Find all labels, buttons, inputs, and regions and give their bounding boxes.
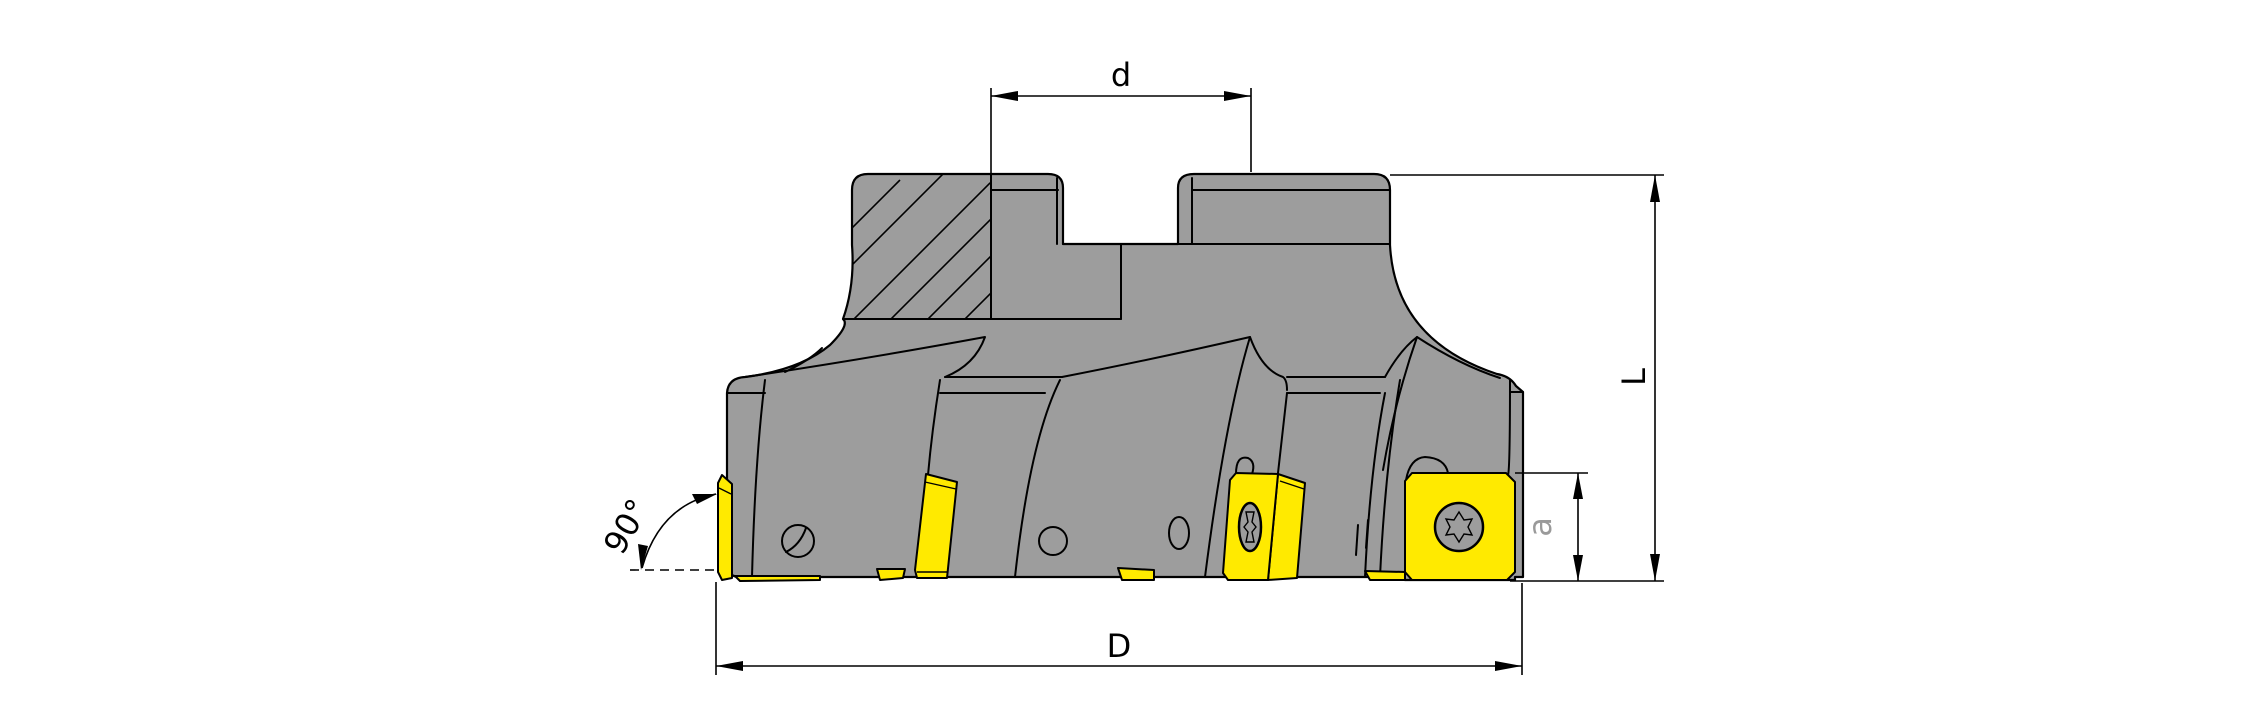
- screw-icon: [1237, 501, 1263, 553]
- dimension-a: a: [1515, 472, 1588, 581]
- hole-1: [781, 524, 815, 558]
- torx-star-icon: [1444, 510, 1474, 544]
- dimension-L-label: L: [1615, 368, 1653, 386]
- cutter-body: [725, 172, 1525, 582]
- dimension-L: L: [1390, 174, 1664, 582]
- dimension-D: D: [715, 582, 1523, 675]
- insert-left: [717, 474, 733, 581]
- dimension-d: d: [990, 56, 1252, 174]
- insert-bottom-1: [876, 568, 906, 581]
- insert-bottom-4: [734, 575, 821, 582]
- dimension-d-label: d: [1111, 56, 1131, 94]
- torx-screw-icon: [1433, 501, 1485, 553]
- inserts: [717, 472, 1516, 582]
- hole-3: [1168, 516, 1190, 550]
- hole-2: [1038, 526, 1068, 556]
- dimension-D-label: D: [1107, 627, 1132, 665]
- insert-bottom-2: [1117, 567, 1155, 581]
- dimension-a-label: a: [1521, 517, 1559, 537]
- dimension-angle: 90°: [596, 492, 717, 571]
- section-hatch: [843, 174, 991, 319]
- insert-bottom-3: [1364, 570, 1406, 581]
- insert-2: [914, 473, 958, 579]
